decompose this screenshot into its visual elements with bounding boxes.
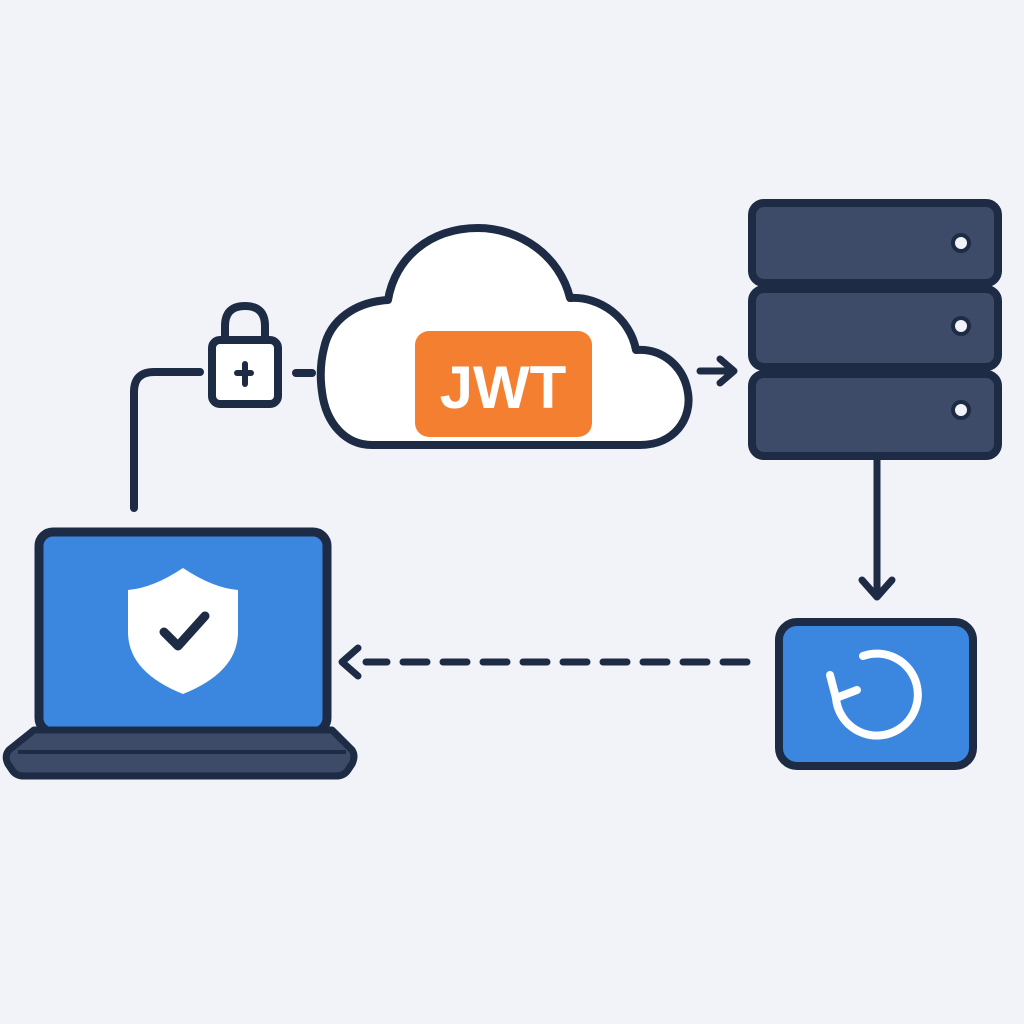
refresh-to-laptop-arrow [338, 644, 751, 680]
server-led-icon [951, 316, 971, 336]
refresh-box [775, 618, 977, 770]
server-led-icon [951, 400, 971, 420]
cloud-to-server-arrow [696, 355, 738, 387]
refresh-icon [826, 649, 922, 740]
server-to-refresh-arrow [858, 454, 896, 601]
server-stack-icon [748, 199, 1002, 460]
jwt-token-badge: JWT [415, 331, 592, 437]
server-unit-middle [748, 285, 1002, 371]
server-unit-top [748, 199, 1002, 287]
padlock-icon [208, 301, 282, 408]
server-led-icon [951, 233, 971, 253]
jwt-token-label: JWT [440, 354, 567, 421]
shield-check-icon [128, 568, 238, 694]
laptop-to-lock-connector [130, 368, 204, 512]
